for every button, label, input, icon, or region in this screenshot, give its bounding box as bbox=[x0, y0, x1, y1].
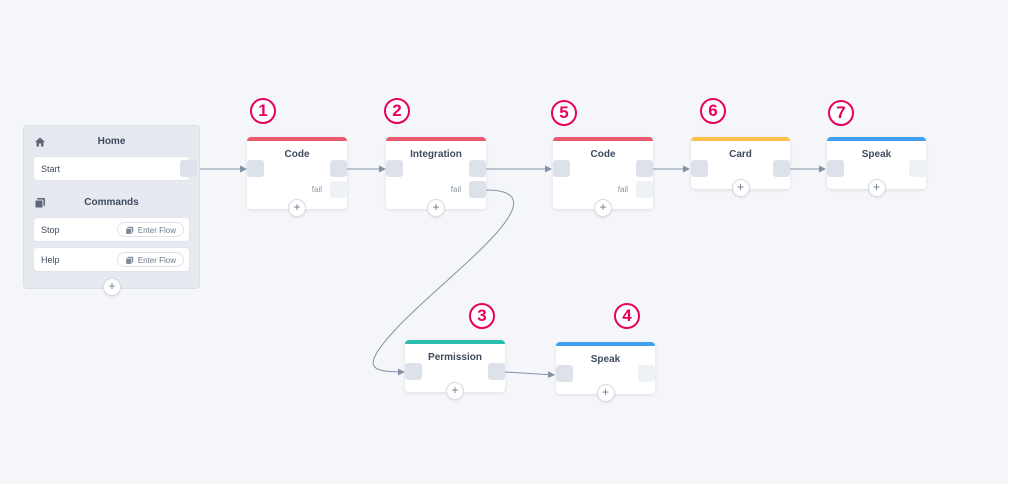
step-marker-3: 3 bbox=[469, 303, 495, 329]
fail-port[interactable] bbox=[330, 181, 347, 198]
stack-icon bbox=[34, 198, 45, 209]
start-row[interactable]: Start bbox=[33, 156, 197, 181]
fail-port[interactable] bbox=[469, 181, 486, 198]
block-color-bar bbox=[691, 137, 790, 141]
block-title: Speak bbox=[590, 354, 621, 365]
block-title: Speak bbox=[861, 149, 892, 160]
stack-icon bbox=[125, 256, 134, 265]
output-port[interactable] bbox=[773, 160, 790, 177]
block-title: Integration bbox=[410, 149, 462, 160]
output-port[interactable] bbox=[636, 160, 653, 177]
step-marker-4: 4 bbox=[614, 303, 640, 329]
integration-block[interactable]: Integration fail + bbox=[386, 137, 486, 217]
block-title: Card bbox=[729, 149, 752, 160]
enter-flow-label: Enter Flow bbox=[137, 256, 176, 265]
output-port[interactable] bbox=[488, 363, 505, 380]
add-step-button[interactable]: + bbox=[288, 199, 306, 217]
fail-port[interactable] bbox=[636, 181, 653, 198]
command-label: Stop bbox=[41, 225, 60, 235]
add-step-button[interactable]: + bbox=[731, 179, 750, 197]
stack-icon bbox=[125, 226, 134, 235]
block-color-bar bbox=[827, 137, 926, 141]
add-step-button[interactable]: + bbox=[446, 382, 464, 400]
command-row-help[interactable]: Help Enter Flow bbox=[33, 247, 190, 272]
input-port[interactable] bbox=[691, 160, 708, 177]
input-port[interactable] bbox=[386, 160, 403, 177]
flow-canvas[interactable]: Home Start Commands Stop Enter Flow Help bbox=[0, 0, 1008, 484]
block-title: Permission bbox=[428, 352, 482, 363]
code-block-2[interactable]: Code fail + bbox=[553, 137, 653, 217]
connector-permission-to-speak1 bbox=[504, 371, 555, 379]
step-marker-6: 6 bbox=[700, 98, 726, 124]
speak-block-2[interactable]: Speak + bbox=[827, 137, 926, 197]
command-row-stop[interactable]: Stop Enter Flow bbox=[33, 217, 190, 242]
block-title: Code bbox=[284, 149, 310, 160]
commands-title: Commands bbox=[84, 197, 139, 208]
add-step-button[interactable]: + bbox=[867, 179, 886, 197]
start-label: Start bbox=[41, 164, 61, 174]
add-command-button[interactable]: + bbox=[103, 278, 121, 296]
block-color-bar bbox=[556, 342, 655, 346]
step-marker-1: 1 bbox=[250, 98, 276, 124]
house-icon bbox=[35, 137, 45, 147]
enter-flow-badge[interactable]: Enter Flow bbox=[116, 252, 184, 267]
home-title: Home bbox=[97, 136, 126, 147]
home-panel: Home Start Commands Stop Enter Flow Help bbox=[23, 125, 200, 296]
input-port[interactable] bbox=[556, 365, 573, 382]
permission-block[interactable]: Permission + bbox=[405, 340, 505, 400]
add-step-button[interactable]: + bbox=[594, 199, 612, 217]
fail-label: fail bbox=[311, 185, 322, 194]
input-port[interactable] bbox=[553, 160, 570, 177]
input-port[interactable] bbox=[405, 363, 422, 380]
code-block-1[interactable]: Code fail + bbox=[247, 137, 347, 217]
card-block[interactable]: Card + bbox=[691, 137, 790, 197]
enter-flow-badge[interactable]: Enter Flow bbox=[116, 222, 184, 237]
enter-flow-label: Enter Flow bbox=[137, 226, 176, 235]
output-port[interactable] bbox=[638, 365, 655, 382]
command-label: Help bbox=[41, 255, 60, 265]
block-color-bar bbox=[405, 340, 505, 344]
input-port[interactable] bbox=[827, 160, 844, 177]
block-color-bar bbox=[553, 137, 653, 141]
input-port[interactable] bbox=[247, 160, 264, 177]
step-marker-7: 7 bbox=[828, 100, 854, 126]
block-color-bar bbox=[386, 137, 486, 141]
fail-label: fail bbox=[617, 185, 628, 194]
step-marker-2: 2 bbox=[384, 98, 410, 124]
output-port[interactable] bbox=[330, 160, 347, 177]
add-step-button[interactable]: + bbox=[596, 384, 615, 402]
fail-label: fail bbox=[450, 185, 461, 194]
block-color-bar bbox=[247, 137, 347, 141]
block-title: Code bbox=[590, 149, 616, 160]
add-step-button[interactable]: + bbox=[427, 199, 445, 217]
output-port[interactable] bbox=[909, 160, 926, 177]
step-marker-5: 5 bbox=[551, 100, 577, 126]
output-port[interactable] bbox=[469, 160, 486, 177]
start-output-port[interactable] bbox=[180, 160, 197, 177]
speak-block-1[interactable]: Speak + bbox=[556, 342, 655, 402]
